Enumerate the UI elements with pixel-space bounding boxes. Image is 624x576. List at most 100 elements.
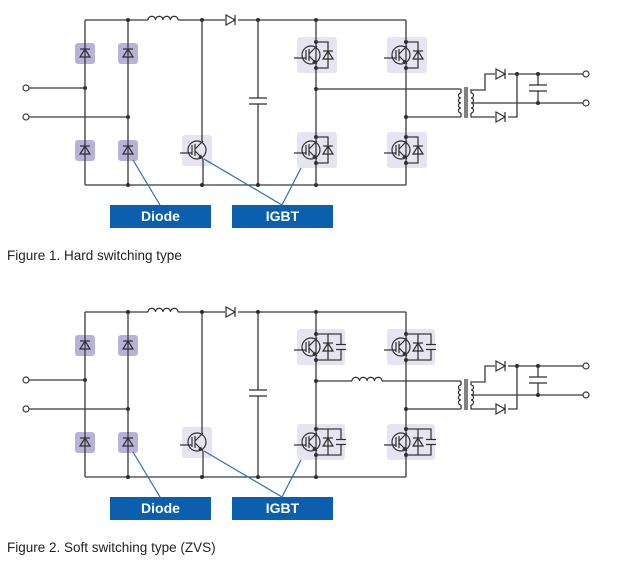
junction-dot (256, 475, 260, 479)
bridge-igbt-icon (384, 45, 411, 65)
capacitor-gap (426, 344, 436, 350)
resonant-inductor-icon (351, 376, 383, 382)
junction-dot (256, 183, 260, 187)
boost-igbt-icon (180, 140, 207, 160)
igbt-arrow (402, 446, 407, 451)
diode-triangle (121, 436, 135, 447)
diode-triangle (78, 339, 92, 350)
antiparallel-diode-icon (321, 49, 335, 60)
output-capacitor-icon (528, 84, 548, 92)
igbt-circle (187, 140, 207, 160)
diode-triangle (225, 13, 237, 27)
igbt-arrow (402, 351, 407, 356)
diode-triangle (78, 47, 92, 58)
diode-triangle (495, 110, 507, 124)
diode-leader-line (132, 451, 161, 498)
figure-2-caption: Figure 2. Soft switching type (ZVS) (7, 540, 216, 555)
igbt-collector (398, 337, 408, 347)
diode-triangle (78, 436, 92, 447)
igbt-circle (301, 45, 321, 65)
antiparallel-diode-icon (411, 144, 425, 155)
igbt-leader-line (203, 158, 283, 206)
diode-triangle (121, 47, 135, 58)
igbt-label: IGBT (266, 500, 300, 516)
igbt-arrow (312, 351, 317, 356)
igbt-highlight (182, 427, 212, 458)
igbt-leader-line (281, 167, 302, 206)
bridge-igbt-icon (384, 337, 411, 357)
igbt-collector (308, 140, 318, 150)
diode-triangle (321, 341, 335, 352)
igbt-collector (398, 140, 408, 150)
diode-label: Diode (141, 208, 180, 224)
antiparallel-diode-icon (321, 436, 335, 447)
junction-dot (126, 310, 130, 314)
bridge-igbt-icon (294, 45, 321, 65)
igbt-label-box (232, 205, 333, 228)
terminal (582, 70, 590, 78)
secondary-wire (470, 365, 517, 385)
junction-dot (126, 183, 130, 187)
output-capacitor-icon (528, 376, 548, 384)
diode-triangle (411, 436, 425, 447)
igbt-circle (391, 432, 411, 452)
capacitor-gap (528, 85, 548, 91)
antiparallel-diode-wire (406, 428, 419, 456)
igbt-collector (194, 140, 204, 150)
diode-label: Diode (141, 500, 180, 516)
antiparallel-diode-wire (316, 41, 329, 69)
boost-inductor-icon (147, 307, 179, 313)
igbt-module-highlight (387, 37, 427, 73)
junction-dot (200, 183, 204, 187)
igbt-label: IGBT (266, 208, 300, 224)
inductor-coil (351, 376, 383, 382)
capacitor-gap (528, 377, 548, 383)
rectifier-diode-icon (121, 339, 135, 350)
antiparallel-diode-wire (406, 41, 419, 69)
terminal (582, 99, 590, 107)
diode-triangle (121, 339, 135, 350)
boost-inductor-icon (147, 15, 179, 21)
bridge-igbt-icon (384, 140, 411, 160)
igbt-module-highlight (387, 132, 427, 168)
diode-triangle (411, 49, 425, 60)
inductor-coil (147, 307, 179, 313)
figure-1-schematic: Diode IGBT (22, 13, 590, 228)
bridge-igbt-icon (294, 432, 321, 452)
antiparallel-diode-wire (316, 136, 329, 164)
igbt-highlight (182, 135, 212, 166)
terminal (582, 391, 590, 399)
igbt-circle (391, 45, 411, 65)
output-diode-icon (495, 402, 508, 416)
antiparallel-diode-wire (316, 428, 329, 456)
secondary-wire (470, 73, 517, 93)
terminal (22, 405, 30, 413)
dc-link-capacitor-icon (248, 389, 268, 397)
capacitor-gap (336, 439, 346, 445)
igbt-arrow (198, 154, 203, 159)
diode-triangle (321, 49, 335, 60)
rectifier-diode-icon (121, 47, 135, 58)
igbt-collector (308, 432, 318, 442)
antiparallel-diode-wire (406, 333, 419, 361)
output-diode-icon (495, 359, 508, 373)
junction-dot (200, 475, 204, 479)
igbt-arrow (402, 59, 407, 64)
igbt-leader-line (281, 459, 302, 498)
boost-diode-icon (225, 305, 238, 319)
diode-triangle (495, 359, 507, 373)
igbt-circle (391, 337, 411, 357)
igbt-collector (194, 432, 204, 442)
diode-label-box (110, 205, 211, 228)
figure-2-schematic: Diode IGBT (22, 305, 590, 520)
igbt-arrow (312, 446, 317, 451)
terminal (582, 362, 590, 370)
antiparallel-diode-wire (316, 333, 329, 361)
bridge-igbt-icon (294, 140, 321, 160)
junction-dot (126, 475, 130, 479)
igbt-collector (398, 432, 408, 442)
rectifier-diode-icon (121, 144, 135, 155)
terminal (22, 113, 30, 121)
terminal (22, 84, 30, 92)
